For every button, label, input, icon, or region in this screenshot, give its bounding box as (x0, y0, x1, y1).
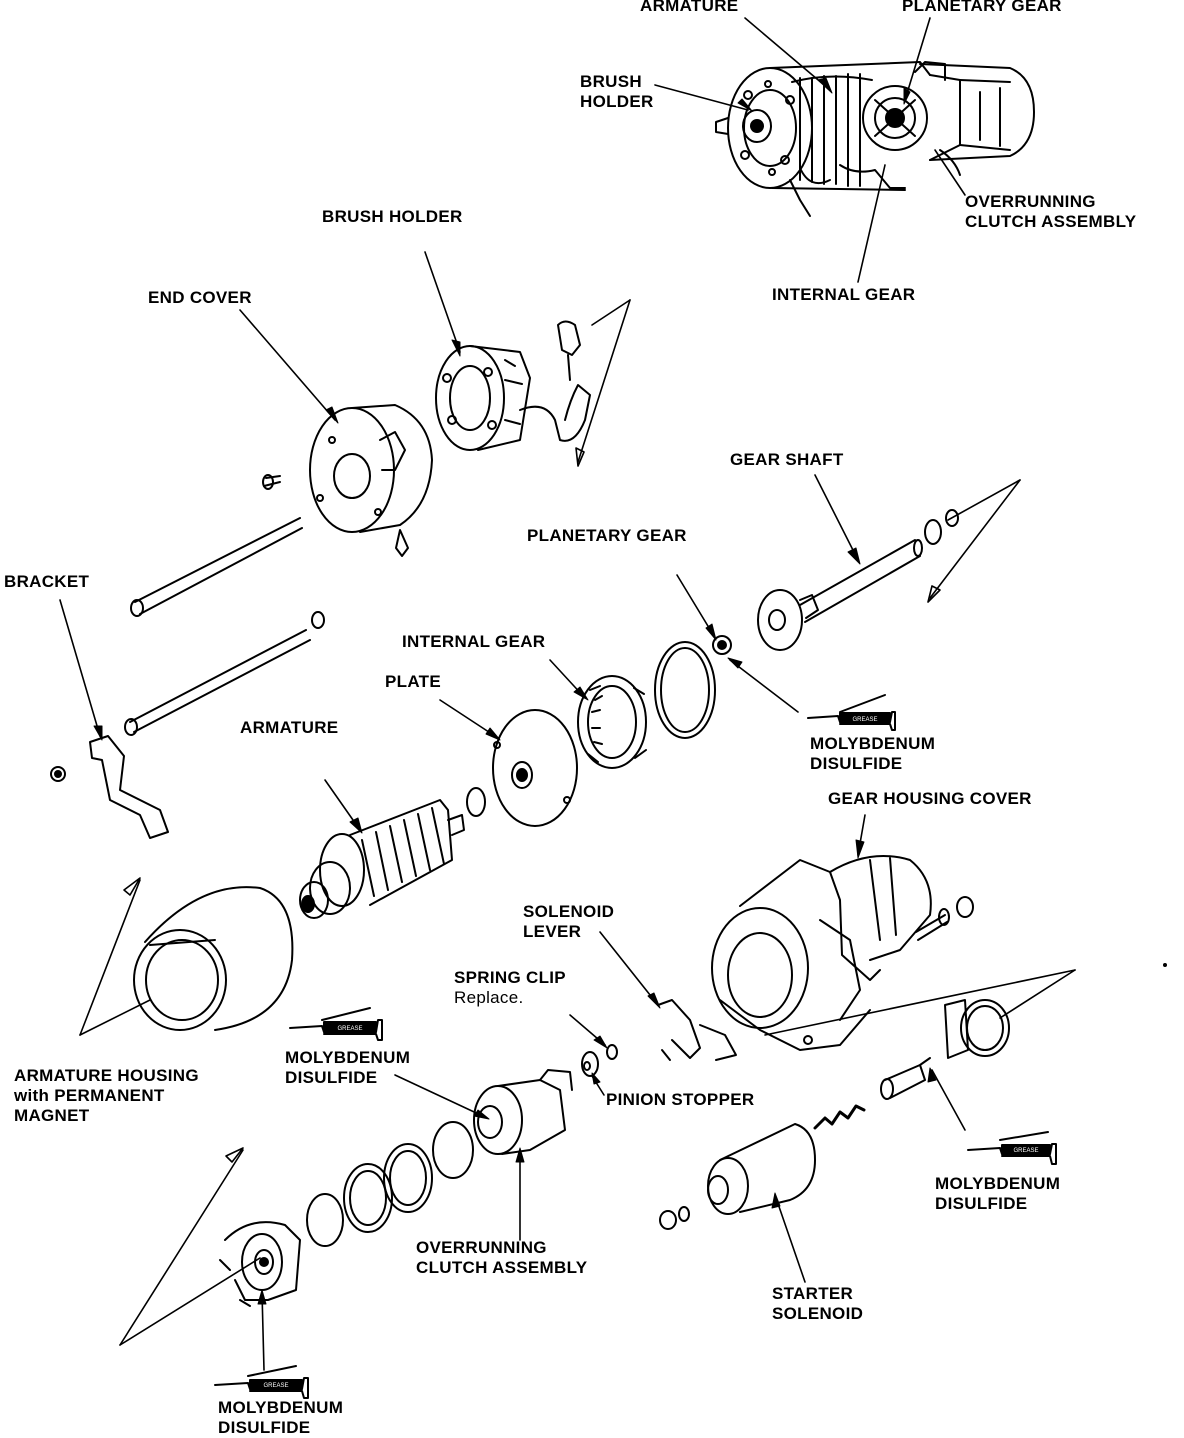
label-plate: PLATE (385, 672, 441, 691)
through-bolts (124, 517, 325, 736)
label-armature: ARMATURE (240, 718, 339, 737)
label-line: STARTER (772, 1284, 854, 1303)
retaining-ring-part (654, 641, 716, 739)
label-line: MOLYBDENUM (218, 1398, 344, 1417)
leader-lines (59, 251, 1076, 1371)
grease-applicator-icon-1: GREASE (807, 694, 896, 731)
label-molybdenum-1: MOLYBDENUM DISULFIDE (810, 734, 935, 774)
label-overrunning-clutch: OVERRUNNING CLUTCH ASSEMBLY (416, 1238, 587, 1278)
label-line: OVERRUNNING (965, 192, 1096, 211)
brush-holder-part (435, 320, 591, 451)
speck (1163, 963, 1167, 967)
svg-text:GREASE: GREASE (852, 717, 877, 723)
boot-part (944, 999, 1010, 1059)
planetary-gear-part (712, 635, 732, 655)
label-bracket: BRACKET (4, 572, 90, 591)
label-line: OVERRUNNING (416, 1238, 547, 1257)
label-line: DISULFIDE (285, 1068, 378, 1087)
armature-part (299, 799, 465, 919)
label-brush-holder-top: BRUSH HOLDER (580, 72, 654, 112)
label-line: LEVER (523, 922, 582, 941)
starter-solenoid-part (659, 1123, 816, 1230)
plunger-part (880, 1057, 931, 1100)
label-line: ARMATURE HOUSING (14, 1066, 199, 1085)
label-spring-clip: SPRING CLIP Replace. (454, 968, 566, 1008)
label-internal-gear: INTERNAL GEAR (402, 632, 546, 651)
solenoid-lever-part (657, 999, 737, 1061)
label-planetary-gear-top: PLANETARY GEAR (902, 0, 1062, 15)
grease-applicator-icon-2: GREASE (289, 1007, 383, 1041)
label-line: DISULFIDE (218, 1418, 311, 1437)
label-line: SOLENOID (523, 902, 615, 921)
label-solenoid-lever: SOLENOID LEVER (523, 902, 614, 942)
assembled-starter-illustration (715, 61, 1035, 217)
label-molybdenum-4: MOLYBDENUM DISULFIDE (218, 1398, 343, 1438)
label-brush-holder: BRUSH HOLDER (322, 207, 463, 226)
rear-housing-part (219, 1221, 301, 1307)
label-line: Replace. (454, 988, 524, 1007)
overrunning-clutch-part (473, 1069, 573, 1155)
label-line: SOLENOID (772, 1304, 864, 1323)
label-gear-housing-cover: GEAR HOUSING COVER (828, 789, 1032, 808)
label-molybdenum-2: MOLYBDENUM DISULFIDE (285, 1048, 410, 1088)
label-end-cover: END COVER (148, 288, 252, 307)
plate-part (492, 709, 578, 827)
gear-housing-cover-part (711, 855, 974, 1051)
pinion-stopper-part (581, 1044, 618, 1077)
label-planetary-gear: PLANETARY GEAR (527, 526, 687, 545)
clutch-rings (306, 1121, 474, 1247)
label-line: BRUSH (580, 72, 642, 91)
label-pinion-stopper: PINION STOPPER (606, 1090, 755, 1109)
label-line: DISULFIDE (810, 754, 903, 773)
label-armature-top: ARMATURE (640, 0, 739, 15)
label-starter-solenoid: STARTER SOLENOID (772, 1284, 863, 1324)
svg-text:GREASE: GREASE (263, 1383, 288, 1389)
label-armature-housing: ARMATURE HOUSING with PERMANENT MAGNET (14, 1066, 199, 1126)
internal-gear-part (577, 675, 647, 769)
leader-lines-top (654, 17, 966, 283)
label-line: MOLYBDENUM (285, 1048, 411, 1067)
washer (466, 787, 486, 817)
armature-housing-part (133, 886, 294, 1031)
end-cover-part (262, 404, 433, 557)
arrowheads (93, 77, 941, 1305)
spring-part (813, 1104, 866, 1130)
label-gear-shaft: GEAR SHAFT (730, 450, 844, 469)
label-line: DISULFIDE (935, 1194, 1028, 1213)
label-molybdenum-3: MOLYBDENUM DISULFIDE (935, 1174, 1060, 1214)
label-overrunning-clutch-top: OVERRUNNING CLUTCH ASSEMBLY (965, 192, 1136, 232)
gear-shaft-part (757, 509, 959, 651)
label-line: CLUTCH ASSEMBLY (416, 1258, 588, 1277)
label-line: MOLYBDENUM (935, 1174, 1061, 1193)
label-line: HOLDER (580, 92, 654, 111)
bracket-part (50, 735, 169, 839)
label-line: with PERMANENT (14, 1086, 165, 1105)
label-internal-gear-top: INTERNAL GEAR (772, 285, 916, 304)
svg-text:GREASE: GREASE (1013, 1148, 1038, 1154)
label-line: MOLYBDENUM (810, 734, 936, 753)
label-line: CLUTCH ASSEMBLY (965, 212, 1137, 231)
label-line: MAGNET (14, 1106, 90, 1125)
label-line: SPRING CLIP (454, 968, 566, 987)
grease-applicator-icon-3: GREASE (967, 1131, 1057, 1165)
svg-text:GREASE: GREASE (337, 1026, 362, 1032)
grease-applicator-icon-4: GREASE (214, 1365, 309, 1399)
